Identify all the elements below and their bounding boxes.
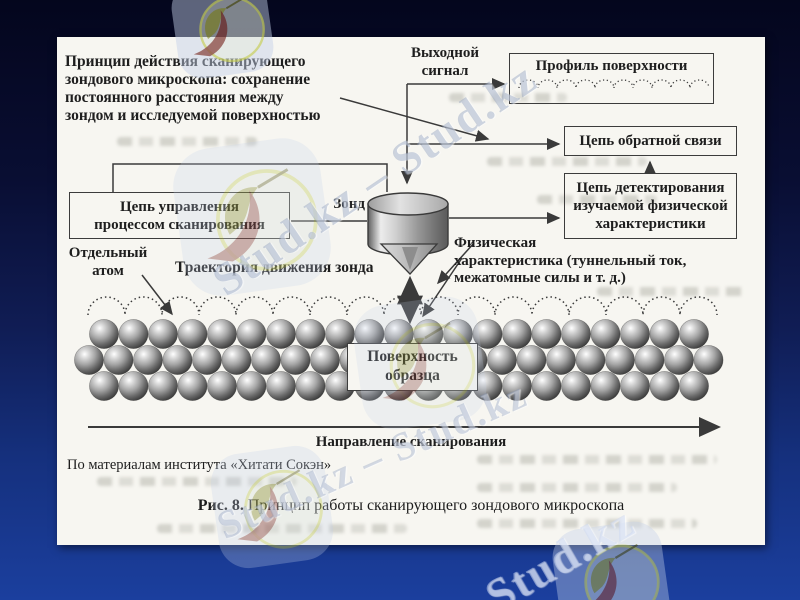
probe-label: Зонд [333, 196, 365, 212]
profile-box-label: Профиль поверхности [535, 58, 688, 74]
figure-caption: Рис. 8. Принцип работы сканирующего зонд… [57, 497, 765, 515]
feedback-box-label: Цепь обратной связи [579, 133, 722, 149]
trajectory-dotted-line [87, 296, 718, 316]
profile-wavy-line [518, 79, 710, 89]
physical-line: межатомные силы и т. д.) [454, 270, 626, 287]
output-signal-line: Выходной [410, 45, 480, 61]
detection-box-line: характеристики [595, 216, 706, 232]
line-control-loop [112, 163, 388, 192]
surface-box-line: Поверхность [367, 348, 458, 366]
ghost-text-line [449, 93, 567, 102]
trajectory-label: Траектория движения зонда [175, 259, 374, 276]
physical-characteristic-label: Физическая характеристика (туннельный то… [454, 235, 746, 288]
profile-box: Профиль поверхности [509, 53, 714, 104]
single-atom-line: Отдельный [68, 245, 148, 261]
single-atom-label: Отдельный атом [63, 245, 153, 280]
ghost-text-line [537, 195, 657, 204]
detection-box: Цепь детектирования изучаемой физической… [564, 173, 737, 239]
ghost-text-line [487, 157, 647, 166]
figure-caption-text: Принцип работы сканирующего зондового ми… [243, 497, 625, 514]
source-label: По материалам института «Хитати Сокэн» [67, 457, 332, 473]
arrow-single-atom [141, 274, 173, 316]
ghost-text-line [597, 287, 747, 296]
principle-note-line: зондового микроскопа: сохранение [65, 71, 311, 89]
arrow-physical-1 [436, 242, 475, 285]
surface-box-line: образца [385, 367, 440, 384]
output-signal-line: сигнал [421, 62, 469, 79]
detection-box-line: Цепь детектирования [576, 180, 725, 196]
output-signal-label: Выходной сигнал [393, 45, 497, 80]
principle-note-line: Принцип действия сканирующего [65, 53, 306, 70]
single-atom-line: атом [92, 262, 124, 279]
detection-box-line: изучаемой физической [573, 198, 728, 214]
principle-note-line: зондом и исследуемой поверхностью [65, 107, 321, 125]
physical-line: характеристика (туннельный ток, [454, 252, 687, 269]
control-box-line: процессом сканирования [94, 216, 265, 233]
control-box-line: Цепь управления [119, 198, 239, 215]
ghost-text-line [97, 477, 297, 486]
physical-line: Физическая [454, 235, 537, 251]
scanned-figure-panel: Принцип действия сканирующего зондового … [57, 37, 765, 545]
surface-box: Поверхность образца [347, 343, 478, 391]
control-box: Цепь управления процессом сканирования [69, 192, 290, 239]
ghost-text-line [477, 455, 717, 464]
scan-direction-label: Направление сканирования [315, 434, 507, 450]
feedback-box: Цепь обратной связи [564, 126, 737, 156]
principle-note-line: постоянного расстояния между [65, 89, 284, 107]
arrow-note-annotation [339, 97, 490, 142]
ghost-text-line [477, 483, 677, 492]
principle-note: Принцип действия сканирующего зондового … [65, 53, 365, 126]
probe-graphic [367, 192, 449, 275]
figure-caption-number: Рис. 8. [197, 497, 244, 514]
